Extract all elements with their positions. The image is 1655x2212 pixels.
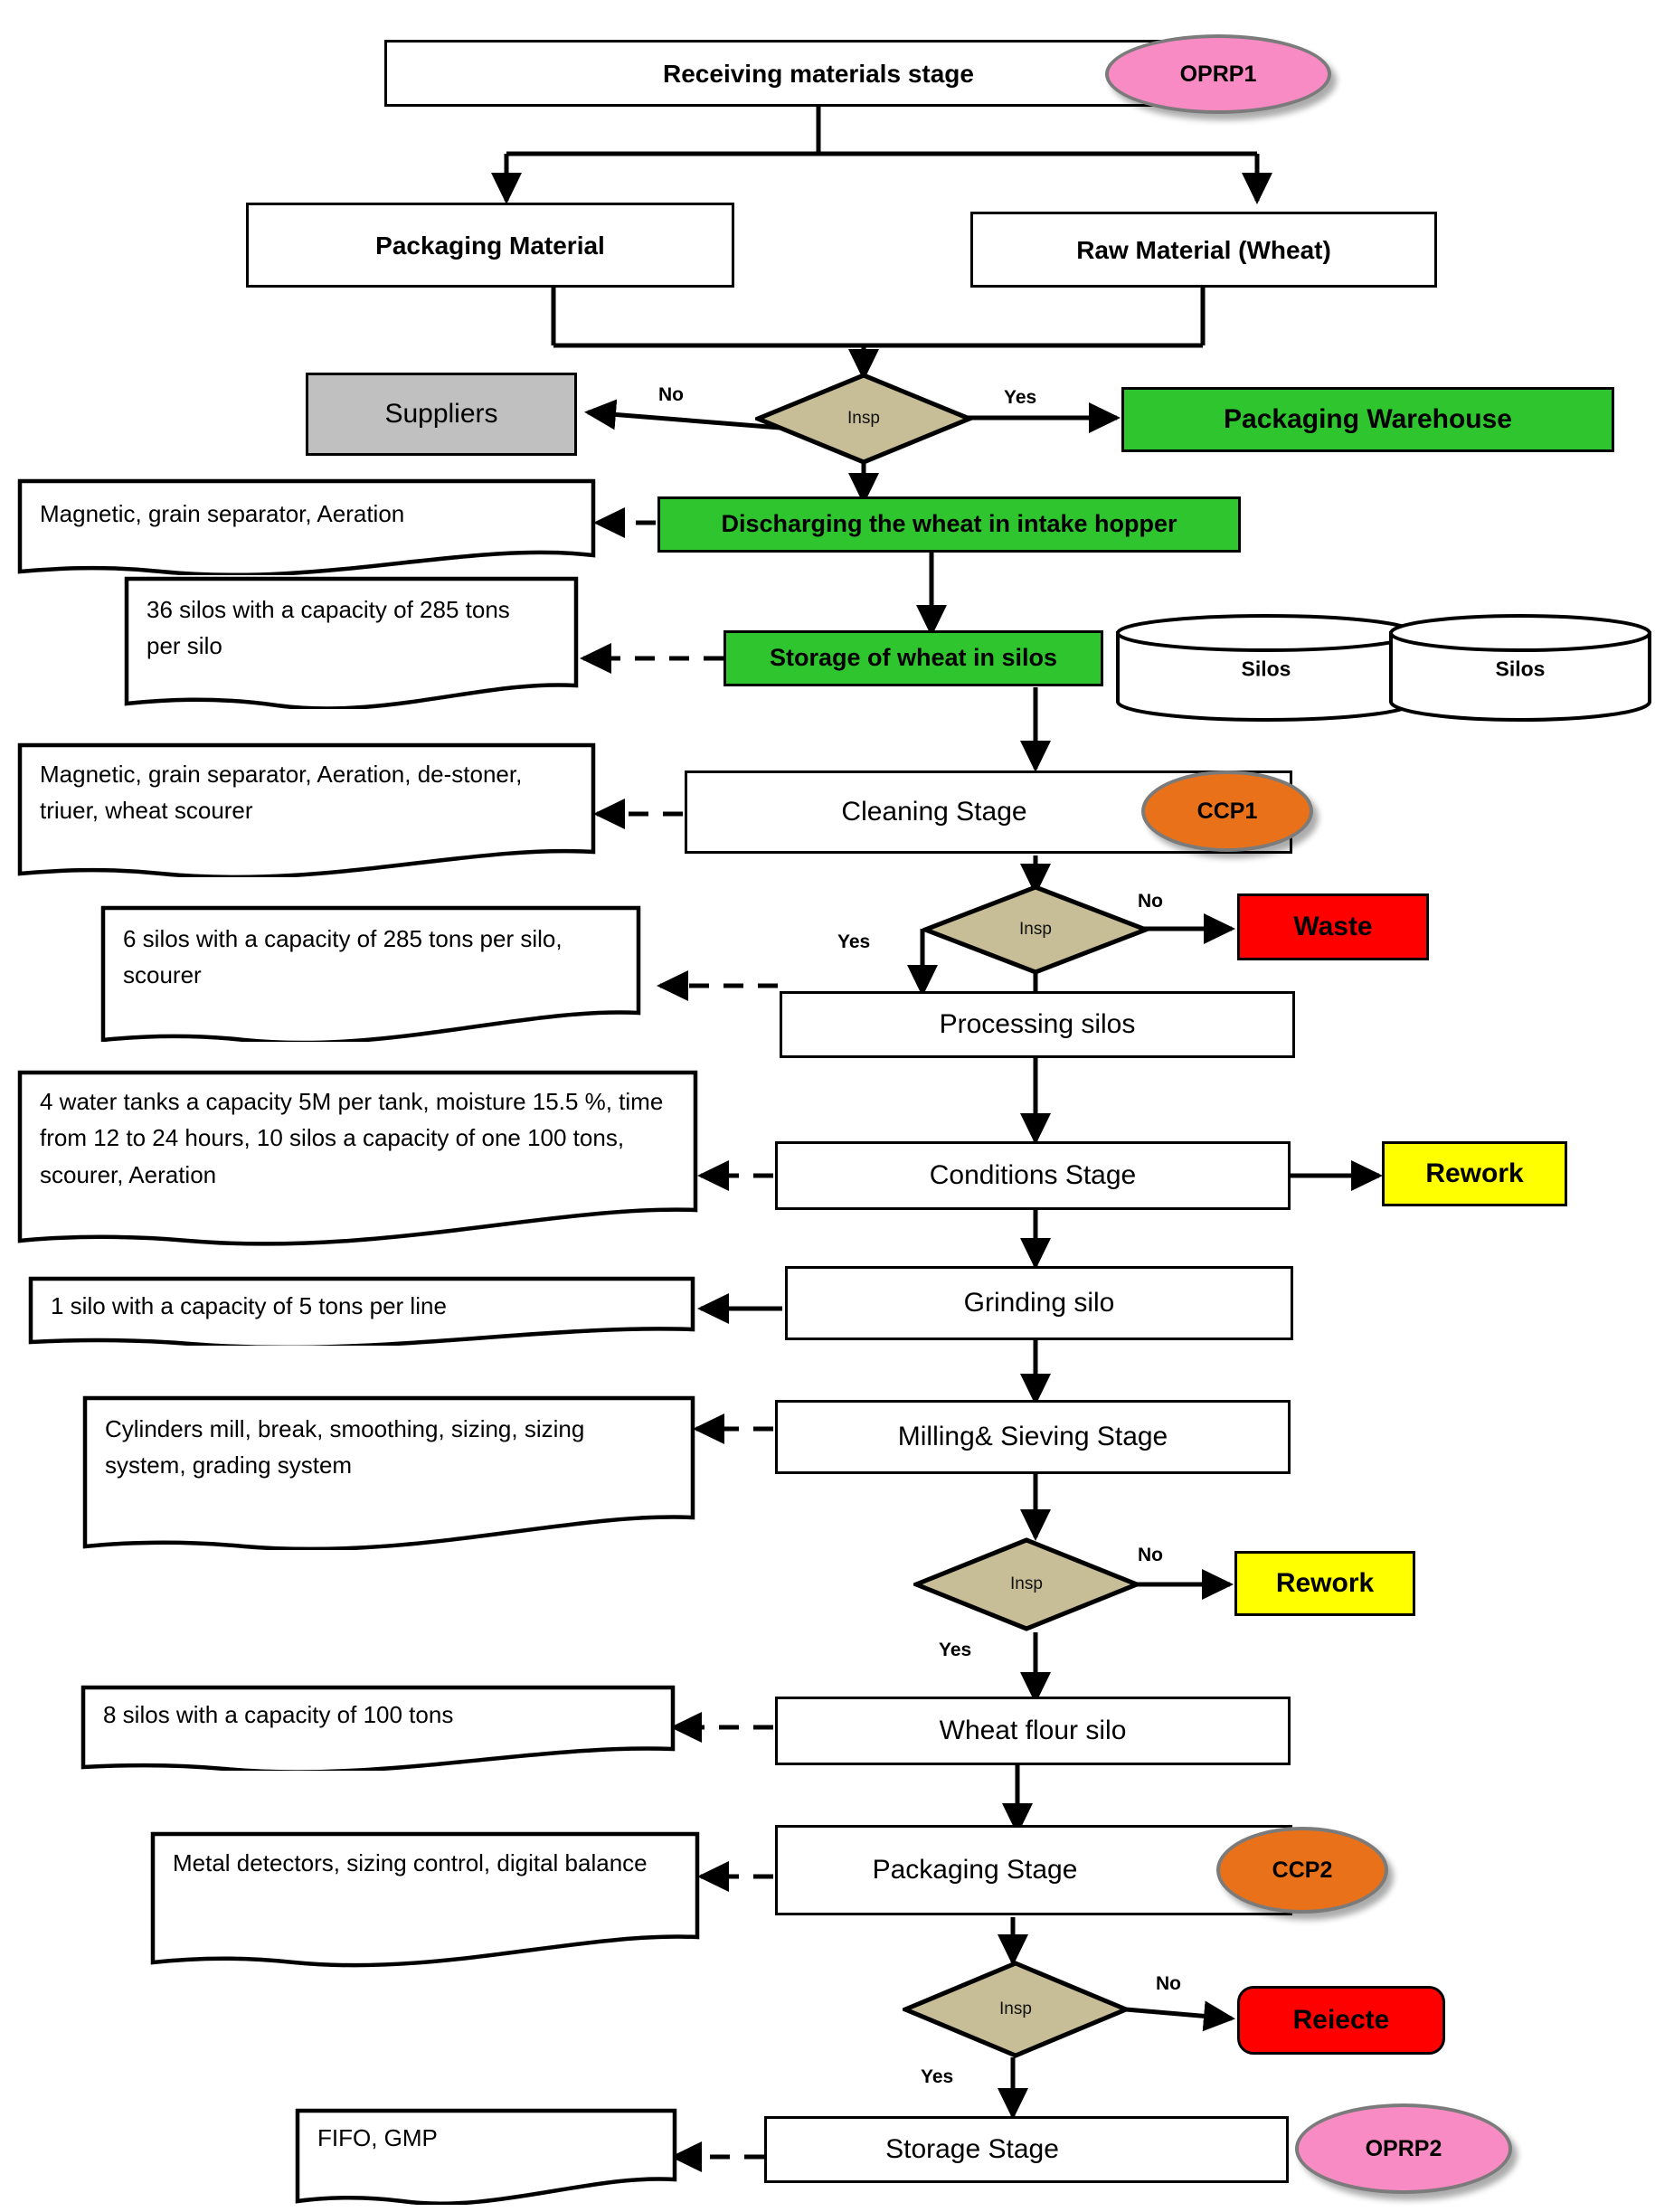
node-label: Receiving materials stage — [663, 59, 974, 88]
note-water-tanks: 4 water tanks a capacity 5M per tank, mo… — [16, 1069, 699, 1246]
node-label: Rework — [1425, 1158, 1524, 1189]
badge-label: CCP1 — [1196, 798, 1258, 824]
node-label: Reiecte — [1292, 2005, 1390, 2036]
edge-label-no-1: No — [658, 384, 684, 405]
node-conditions-stage[interactable]: Conditions Stage — [775, 1141, 1291, 1210]
decision-label: Insp — [999, 1999, 1032, 2018]
badge-oprp1[interactable]: OPRP1 — [1105, 34, 1331, 114]
node-waste[interactable]: Waste — [1237, 893, 1429, 960]
node-milling-sieving-stage[interactable]: Milling& Sieving Stage — [775, 1400, 1291, 1474]
node-grinding-silo[interactable]: Grinding silo — [785, 1266, 1293, 1340]
node-wheat-flour-silo[interactable]: Wheat flour silo — [775, 1697, 1291, 1765]
decision-insp-2[interactable]: Insp — [922, 884, 1149, 975]
node-packaging-stage[interactable]: Packaging Stage — [775, 1825, 1292, 1915]
edge-label-no-3: No — [1138, 1545, 1163, 1565]
node-label: Storage of wheat in silos — [769, 644, 1058, 672]
node-label: Packaging Warehouse — [1224, 404, 1512, 435]
edge-label-yes-3: Yes — [939, 1640, 972, 1660]
node-storage-wheat-silos[interactable]: Storage of wheat in silos — [723, 630, 1103, 686]
node-label: Storage Stage — [885, 2134, 1059, 2165]
note-fifo-gmp: FIFO, GMP — [294, 2107, 678, 2205]
node-processing-silos[interactable]: Processing silos — [780, 991, 1295, 1058]
silo-label: Silos — [1241, 657, 1291, 681]
note-text: 4 water tanks a capacity 5M per tank, mo… — [40, 1088, 664, 1188]
badge-label: OPRP2 — [1365, 2135, 1442, 2161]
node-label: Grinding silo — [963, 1288, 1115, 1319]
note-silos-36: 36 silos with a capacity of 285 tons per… — [123, 575, 580, 709]
node-label: Raw Material (Wheat) — [1076, 235, 1331, 264]
badge-label: OPRP1 — [1179, 61, 1257, 87]
node-label: Discharging the wheat in intake hopper — [721, 510, 1177, 538]
node-label: Suppliers — [384, 399, 498, 430]
node-label: Packaging Stage — [872, 1855, 1078, 1886]
node-storage-stage[interactable]: Storage Stage — [764, 2116, 1289, 2183]
node-label: Packaging Material — [375, 231, 605, 260]
note-metal-detectors: Metal detectors, sizing control, digital… — [149, 1830, 701, 1968]
decision-label: Insp — [1010, 1574, 1043, 1593]
badge-ccp1[interactable]: CCP1 — [1141, 770, 1313, 852]
note-silos-6: 6 silos with a capacity of 285 tons per … — [99, 904, 642, 1042]
node-label: Conditions Stage — [929, 1160, 1137, 1191]
silo-cylinder-right: Silos — [1387, 613, 1653, 722]
note-text: Cylinders mill, break, smoothing, sizing… — [105, 1415, 585, 1479]
note-text: 6 silos with a capacity of 285 tons per … — [123, 925, 563, 989]
node-packaging-material[interactable]: Packaging Material — [246, 203, 734, 288]
node-rework-2[interactable]: Rework — [1234, 1551, 1415, 1616]
note-text: 1 silo with a capacity of 5 tons per lin… — [51, 1292, 447, 1319]
note-cylinders-mill: Cylinders mill, break, smoothing, sizing… — [81, 1394, 696, 1550]
node-label: Wheat flour silo — [939, 1716, 1127, 1746]
badge-label: CCP2 — [1272, 1857, 1333, 1883]
edge-label-yes-4: Yes — [921, 2066, 954, 2087]
decision-label: Insp — [1019, 920, 1052, 939]
node-rework-1[interactable]: Rework — [1382, 1141, 1567, 1206]
badge-oprp2[interactable]: OPRP2 — [1295, 2103, 1512, 2194]
node-label: Rework — [1275, 1568, 1375, 1599]
node-label: Milling& Sieving Stage — [897, 1422, 1168, 1452]
edge-label-yes-1: Yes — [1004, 387, 1037, 408]
note-text: Metal detectors, sizing control, digital… — [173, 1849, 648, 1876]
note-magnetic-1: Magnetic, grain separator, Aeration — [16, 477, 597, 575]
node-label: Processing silos — [939, 1009, 1136, 1040]
note-text: FIFO, GMP — [317, 2124, 438, 2151]
silo-cylinder-left: Silos — [1114, 613, 1418, 722]
node-discharging-wheat[interactable]: Discharging the wheat in intake hopper — [657, 496, 1241, 553]
edge-label-no-4: No — [1156, 1973, 1181, 1994]
badge-ccp2[interactable]: CCP2 — [1216, 1827, 1388, 1914]
edge-label-yes-2: Yes — [837, 931, 871, 952]
node-label: Cleaning Stage — [841, 797, 1027, 827]
note-text: 8 silos with a capacity of 100 tons — [103, 1701, 454, 1728]
note-text: Magnetic, grain separator, Aeration — [40, 500, 405, 527]
decision-label: Insp — [847, 409, 880, 428]
edge-label-no-2: No — [1138, 891, 1163, 912]
node-suppliers[interactable]: Suppliers — [306, 373, 577, 456]
node-reiecte[interactable]: Reiecte — [1237, 1986, 1445, 2055]
decision-insp-4[interactable]: Insp — [903, 1961, 1129, 2058]
note-magnetic-2: Magnetic, grain separator, Aeration, de-… — [16, 742, 597, 877]
node-packaging-warehouse[interactable]: Packaging Warehouse — [1121, 387, 1614, 452]
silo-label: Silos — [1495, 657, 1546, 681]
decision-insp-3[interactable]: Insp — [913, 1537, 1140, 1631]
decision-insp-1[interactable]: Insp — [755, 373, 972, 465]
note-text: 36 silos with a capacity of 285 tons per… — [147, 596, 510, 660]
note-silos-8: 8 silos with a capacity of 100 tons — [80, 1684, 676, 1771]
note-silo-1: 1 silo with a capacity of 5 tons per lin… — [27, 1275, 696, 1346]
node-raw-material-wheat[interactable]: Raw Material (Wheat) — [970, 212, 1437, 288]
node-label: Waste — [1293, 912, 1373, 942]
note-text: Magnetic, grain separator, Aeration, de-… — [40, 761, 523, 825]
